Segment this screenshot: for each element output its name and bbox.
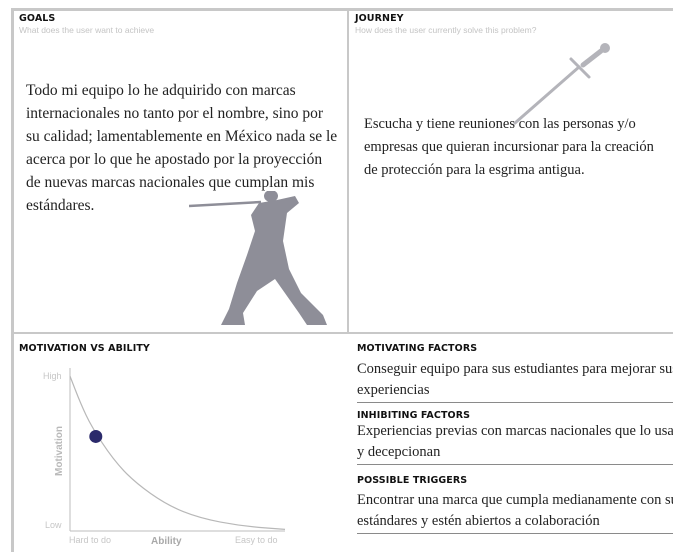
motivating-heading: MOTIVATING FACTORS bbox=[357, 343, 478, 354]
inhibiting-heading: INHIBITING FACTORS bbox=[357, 410, 471, 421]
x-axis-label: Ability bbox=[151, 536, 182, 547]
motivating-text: Conseguir equipo para sus estudiantes pa… bbox=[357, 359, 673, 403]
fencer-head bbox=[264, 191, 278, 202]
journey-text: Escucha y tiene reuniones con las person… bbox=[364, 116, 654, 178]
user-position-marker bbox=[89, 429, 103, 443]
fencer-figure bbox=[189, 191, 327, 325]
goals-text: Todo mi equipo lo he adquirido con marca… bbox=[26, 82, 338, 214]
frame-middle-rule bbox=[14, 332, 673, 334]
triggers-heading: POSSIBLE TRIGGERS bbox=[357, 475, 468, 486]
y-low-label: Low bbox=[45, 520, 62, 530]
y-axis-label: Motivation bbox=[54, 426, 65, 476]
goals-panel: GOALS What does the user want to achieve… bbox=[19, 13, 344, 329]
motivation-ability-heading: MOTIVATION VS ABILITY bbox=[19, 343, 150, 354]
x-right-label: Easy to do bbox=[235, 535, 278, 545]
triggers-text: Encontrar una marca que cumpla medianame… bbox=[357, 490, 673, 534]
journey-panel: JOURNEY How does the user currently solv… bbox=[355, 13, 673, 329]
x-left-label: Hard to do bbox=[69, 535, 111, 545]
frame-top-rule bbox=[14, 8, 673, 11]
journey-subheading: How does the user currently solve this p… bbox=[355, 25, 537, 35]
frame-center-rule bbox=[347, 8, 349, 333]
factors-panel: MOTIVATING FACTORS Conseguir equipo para… bbox=[357, 343, 673, 548]
motivation-ability-panel: MOTIVATION VS ABILITY High Low Motivatio… bbox=[19, 343, 344, 548]
journey-heading: JOURNEY bbox=[355, 13, 404, 24]
goals-subheading: What does the user want to achieve bbox=[19, 25, 155, 35]
y-high-label: High bbox=[43, 371, 62, 381]
inhibiting-text: Experiencias previas con marcas nacional… bbox=[357, 421, 673, 465]
fencer-sword bbox=[189, 200, 262, 208]
motivation-ability-chart: High Low Motivation Hard to do Ability E… bbox=[43, 368, 286, 547]
motivation-curve bbox=[69, 375, 286, 530]
fencer-body bbox=[221, 196, 327, 325]
goals-heading: GOALS bbox=[19, 13, 56, 24]
sword-icon bbox=[513, 43, 610, 125]
frame-left-rule bbox=[11, 8, 14, 552]
